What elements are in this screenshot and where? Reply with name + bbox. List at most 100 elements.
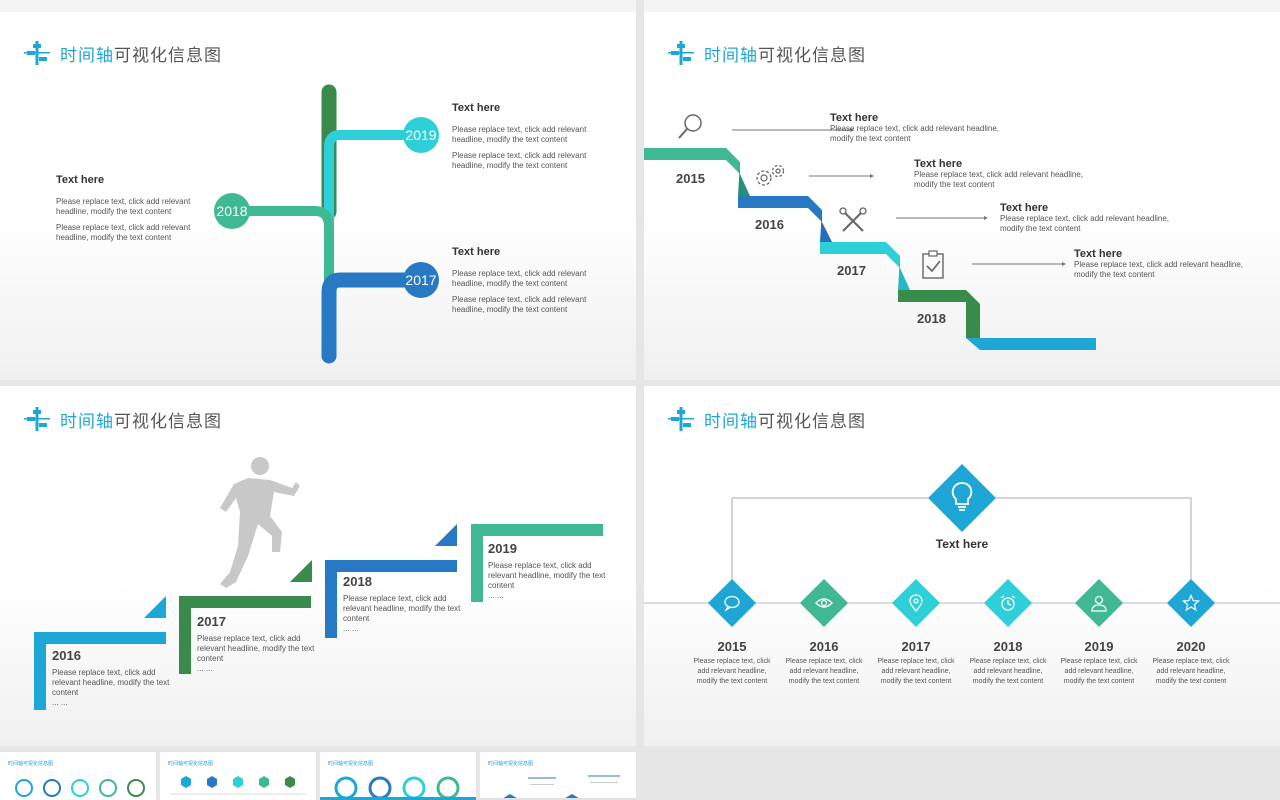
year-marker-2019: 2019 xyxy=(403,117,439,153)
step-text-block: Text here Please replace text, click add… xyxy=(914,158,1094,190)
lightbulb-icon xyxy=(951,482,973,511)
slide-thumbnail[interactable]: 时间轴可视化信息图 xyxy=(0,752,156,800)
step-heading: Text here xyxy=(1074,248,1123,260)
slide-branch-timeline[interactable]: 时间轴可视化信息图 2019 2018 2017 Text here Pleas… xyxy=(0,12,636,380)
step-heading: Text here xyxy=(914,158,963,170)
step-paragraph: Please replace text, click add relevant … xyxy=(1000,214,1169,233)
step-more: ... ... xyxy=(343,624,359,633)
block-paragraph: Please replace text, click add relevant … xyxy=(452,151,587,170)
thumbnail-strip: 时间轴可视化信息图 时间轴可视化信息图 时间轴可视化信息图 xyxy=(0,752,636,800)
block-paragraph: Please replace text, click add relevant … xyxy=(56,197,191,216)
step-paragraph: Please replace text, click add relevant … xyxy=(830,124,999,143)
tools-icon xyxy=(839,207,867,232)
slide-staircase-timeline[interactable]: 时间轴可视化信息图 xyxy=(644,12,1280,380)
timeline-item: 2019 Please replace text, click add rele… xyxy=(1060,639,1138,687)
item-paragraph: Please replace text, click add relevant … xyxy=(1152,658,1230,685)
step-text-block: Text here Please replace text, click add… xyxy=(830,112,1010,144)
timeline-logo-icon xyxy=(668,41,694,65)
step-more: ... ... xyxy=(488,591,504,600)
year-label: 2015 xyxy=(676,171,705,186)
staircase-graphic xyxy=(644,128,1096,350)
step-paragraph: Please replace text, click add relevant … xyxy=(914,170,1083,189)
block-heading: Text here xyxy=(452,246,501,258)
timeline-item: 2015 Please replace text, click add rele… xyxy=(693,639,771,687)
text-block-2018: Text here Please replace text, click add… xyxy=(56,174,206,243)
block-paragraph: Please replace text, click add relevant … xyxy=(452,125,587,144)
location-pin-icon xyxy=(909,594,923,612)
slide-header: 时间轴可视化信息图 xyxy=(24,40,222,66)
thumbnail-title: 时间轴可视化信息图 xyxy=(488,761,534,767)
page-title: 时间轴可视化信息图 xyxy=(704,411,866,431)
eye-icon xyxy=(815,598,833,608)
step-paragraph: Please replace text, click add relevant … xyxy=(488,561,606,590)
step-year: 2018 xyxy=(343,574,372,589)
year-marker-2017: 2017 xyxy=(403,262,439,298)
slide-thumbnail[interactable]: 时间轴可视化信息图 xyxy=(320,752,476,800)
step-more: ... ... xyxy=(52,698,68,707)
user-icon xyxy=(1091,595,1107,612)
slide-running-steps-timeline[interactable]: 时间轴可视化信息图 2016 Please replace text, clic… xyxy=(0,386,636,746)
step-paragraph: Please replace text, click add relevant … xyxy=(343,594,461,623)
timeline-item: 2018 Please replace text, click add rele… xyxy=(969,639,1047,687)
step-block-2018: 2018 Please replace text, click add rele… xyxy=(343,574,467,634)
branch-timeline-graphic xyxy=(232,84,428,364)
slide-top-strip xyxy=(0,0,636,12)
item-paragraph: Please replace text, click add relevant … xyxy=(877,658,955,685)
step-year: 2016 xyxy=(52,648,81,663)
item-paragraph: Please replace text, click add relevant … xyxy=(693,658,771,685)
timeline-item: 2020 Please replace text, click add rele… xyxy=(1152,639,1230,687)
slide-thumbnail[interactable]: 时间轴可视化信息图 xyxy=(160,752,316,800)
thumbnail-graphic xyxy=(320,776,476,800)
thumbnail-graphic xyxy=(480,775,636,800)
step-heading: Text here xyxy=(830,112,879,124)
block-paragraph: Please replace text, click add relevant … xyxy=(452,295,587,314)
timeline-logo-icon xyxy=(24,407,50,431)
block-paragraph: Please replace text, click add relevant … xyxy=(56,223,191,242)
chat-icon xyxy=(724,595,740,612)
step-paragraph: Please replace text, click add relevant … xyxy=(197,634,315,663)
top-heading: Text here xyxy=(935,537,989,551)
item-year: 2015 xyxy=(717,639,747,654)
step-block-2016: 2016 Please replace text, click add rele… xyxy=(52,648,176,708)
year-label: 2018 xyxy=(917,311,946,326)
text-block-2019: Text here Please replace text, click add… xyxy=(452,102,602,171)
gears-icon xyxy=(756,164,785,186)
diamond-timeline-lines xyxy=(644,497,1280,604)
text-block-2017: Text here Please replace text, click add… xyxy=(452,246,602,315)
slide-header: 时间轴可视化信息图 xyxy=(668,40,866,66)
clipboard-check-icon xyxy=(922,250,944,279)
step-block-2017: 2017 Please replace text, click add rele… xyxy=(197,614,321,674)
year-label: 2017 xyxy=(837,263,866,278)
slide-header: 时间轴可视化信息图 xyxy=(24,406,222,432)
step-year: 2017 xyxy=(197,614,226,629)
thumbnail-graphic xyxy=(170,776,306,795)
step-block-2019: 2019 Please replace text, click add rele… xyxy=(488,541,612,601)
item-year: 2019 xyxy=(1084,639,1114,654)
item-paragraph: Please replace text, click add relevant … xyxy=(1060,658,1138,685)
timeline-item: 2017 Please replace text, click add rele… xyxy=(877,639,955,687)
running-steps-graphic xyxy=(34,457,603,710)
step-paragraph: Please replace text, click add relevant … xyxy=(1074,260,1243,279)
runner-icon xyxy=(220,457,300,588)
item-year: 2017 xyxy=(901,639,931,654)
page-title: 时间轴可视化信息图 xyxy=(60,411,222,431)
step-text-block: Text here Please replace text, click add… xyxy=(1074,248,1254,280)
item-paragraph: Please replace text, click add relevant … xyxy=(969,658,1047,685)
item-paragraph: Please replace text, click add relevant … xyxy=(785,658,863,685)
search-icon xyxy=(678,114,702,139)
slide-thumbnail[interactable]: 时间轴可视化信息图 xyxy=(480,752,636,800)
item-year: 2020 xyxy=(1176,639,1206,654)
year-label: 2016 xyxy=(755,217,784,232)
star-icon xyxy=(1182,594,1200,612)
page-title: 时间轴可视化信息图 xyxy=(60,45,222,65)
timeline-item: 2016 Please replace text, click add rele… xyxy=(785,639,863,687)
item-year: 2016 xyxy=(809,639,839,654)
step-text-block: Text here Please replace text, click add… xyxy=(1000,202,1180,234)
timeline-logo-icon xyxy=(668,407,694,431)
item-year: 2018 xyxy=(993,639,1023,654)
block-paragraph: Please replace text, click add relevant … xyxy=(452,269,587,288)
thumbnail-graphic xyxy=(15,779,145,797)
block-heading: Text here xyxy=(56,174,105,186)
step-more: ... ... xyxy=(197,664,213,673)
slide-diamond-timeline[interactable]: 时间轴可视化信息图 Text here 2015 Please re xyxy=(644,386,1280,746)
